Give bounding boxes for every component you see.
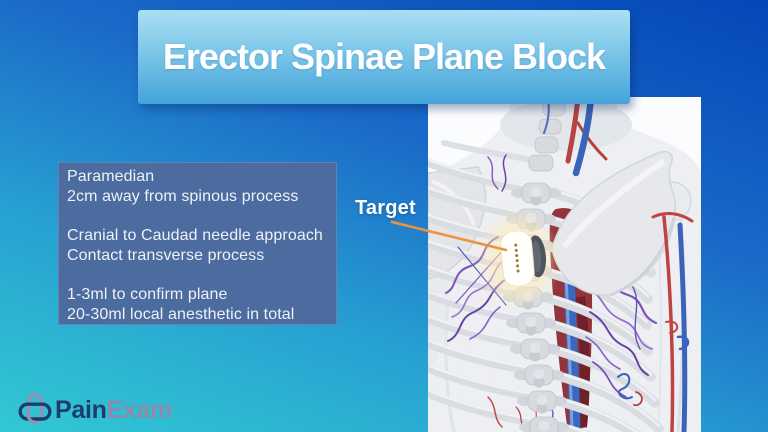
right-scapula-bone [551, 150, 692, 297]
implant-device [484, 217, 552, 301]
note-line [67, 206, 330, 226]
painexam-cross-icon [18, 393, 52, 424]
title-banner: Erector Spinae Plane Block [138, 10, 630, 104]
anatomy-illustration [428, 97, 701, 432]
note-line: 2cm away from spinous process [67, 187, 299, 205]
note-line: Paramedian [67, 168, 155, 185]
target-label: Target [355, 197, 416, 219]
nerve-plexus [445, 154, 658, 398]
slide-title: Erector Spinae Plane Block [162, 36, 606, 77]
logo-text-pain: Pain [55, 396, 107, 424]
note-line: Contact transverse process [67, 246, 265, 264]
note-line [67, 265, 330, 285]
note-line: 20-30ml local anesthetic in total [67, 305, 295, 323]
logo-text-exam: Exam [106, 396, 173, 424]
note-line: Cranial to Caudad needle approach [67, 227, 323, 245]
anatomy-panel [428, 97, 701, 432]
arm-vessels [651, 212, 694, 432]
electrode-contacts [514, 243, 520, 273]
note-line: 1-3ml to confirm plane [67, 286, 228, 304]
notes-panel: Paramedian 2cm away from spinous process… [58, 162, 337, 325]
